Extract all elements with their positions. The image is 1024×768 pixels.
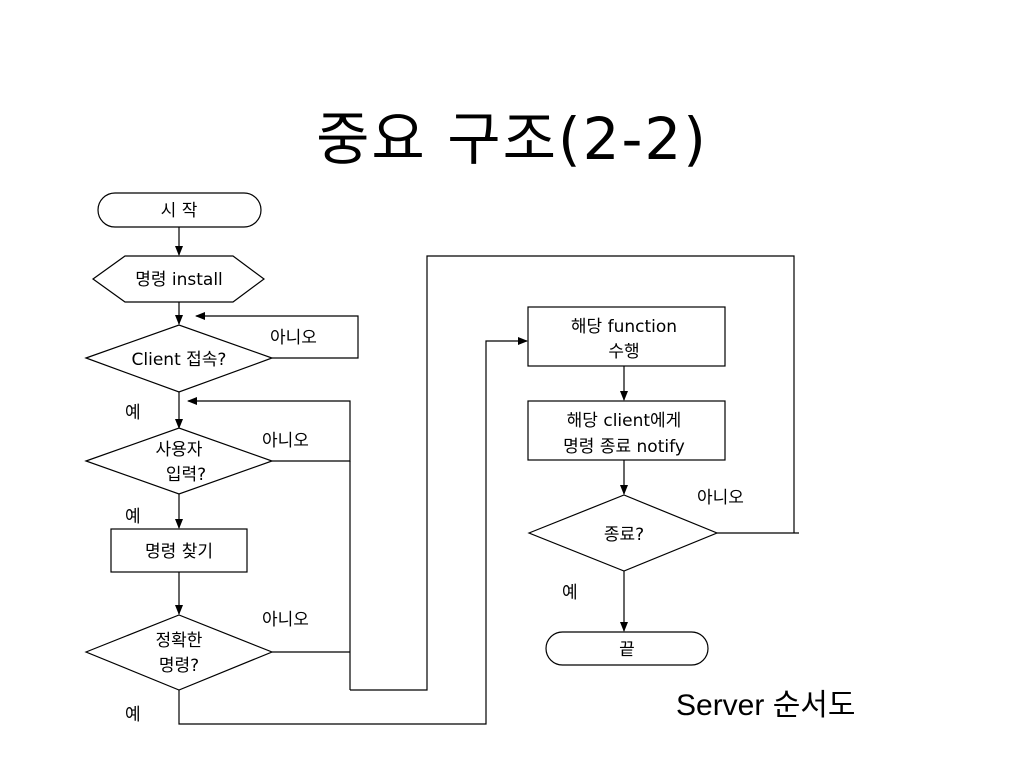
end-label: 끝 xyxy=(619,640,635,660)
client-connect-node: Client 접속? xyxy=(84,324,274,393)
valid-command-label-1: 정확한 xyxy=(156,631,203,651)
notify-client-label-2: 명령 종료 notify xyxy=(563,437,685,457)
edge-terminate-no-return xyxy=(350,255,795,691)
install-node: 명령 install xyxy=(91,255,266,303)
edge-client-no-loop xyxy=(195,312,359,359)
start-node: 시 작 xyxy=(97,192,262,228)
valid-no-label: 아니오 xyxy=(262,610,309,630)
edge-valid-yes xyxy=(178,337,528,725)
notify-client-node: 해당 client에게 명령 종료 notify xyxy=(527,400,726,461)
valid-command-label-2: 명령? xyxy=(159,656,199,676)
input-yes-label: 예 xyxy=(125,507,141,527)
terminate-node: 종료? xyxy=(527,494,719,572)
input-no-label: 아니오 xyxy=(262,431,309,451)
slide-title: 중요 구조(2-2) xyxy=(316,105,708,173)
valid-command-node: 정확한 명령? xyxy=(84,614,274,691)
end-node: 끝 xyxy=(545,631,709,666)
terminate-label: 종료? xyxy=(604,525,644,545)
exec-function-label-1: 해당 function xyxy=(571,317,677,337)
user-input-node: 사용자 입력? xyxy=(84,427,274,495)
exec-function-node: 해당 function 수행 xyxy=(527,306,726,367)
client-yes-label: 예 xyxy=(125,403,141,423)
notify-client-label-1: 해당 client에게 xyxy=(567,411,682,431)
client-no-label: 아니오 xyxy=(270,328,317,348)
user-input-label-1: 사용자 xyxy=(156,440,203,460)
install-label: 명령 install xyxy=(135,270,223,290)
edge-input-no-loop xyxy=(187,397,351,462)
terminate-no-label: 아니오 xyxy=(697,488,744,508)
find-command-label: 명령 찾기 xyxy=(145,542,213,562)
user-input-label-2: 입력? xyxy=(166,465,206,485)
client-connect-label: Client 접속? xyxy=(132,350,227,370)
start-label: 시 작 xyxy=(161,201,198,221)
valid-yes-label: 예 xyxy=(125,705,141,725)
find-command-node: 명령 찾기 xyxy=(110,528,248,573)
exec-function-label-2: 수행 xyxy=(608,342,639,362)
diagram-caption: Server 순서도 xyxy=(676,689,856,722)
terminate-yes-label: 예 xyxy=(562,583,578,603)
